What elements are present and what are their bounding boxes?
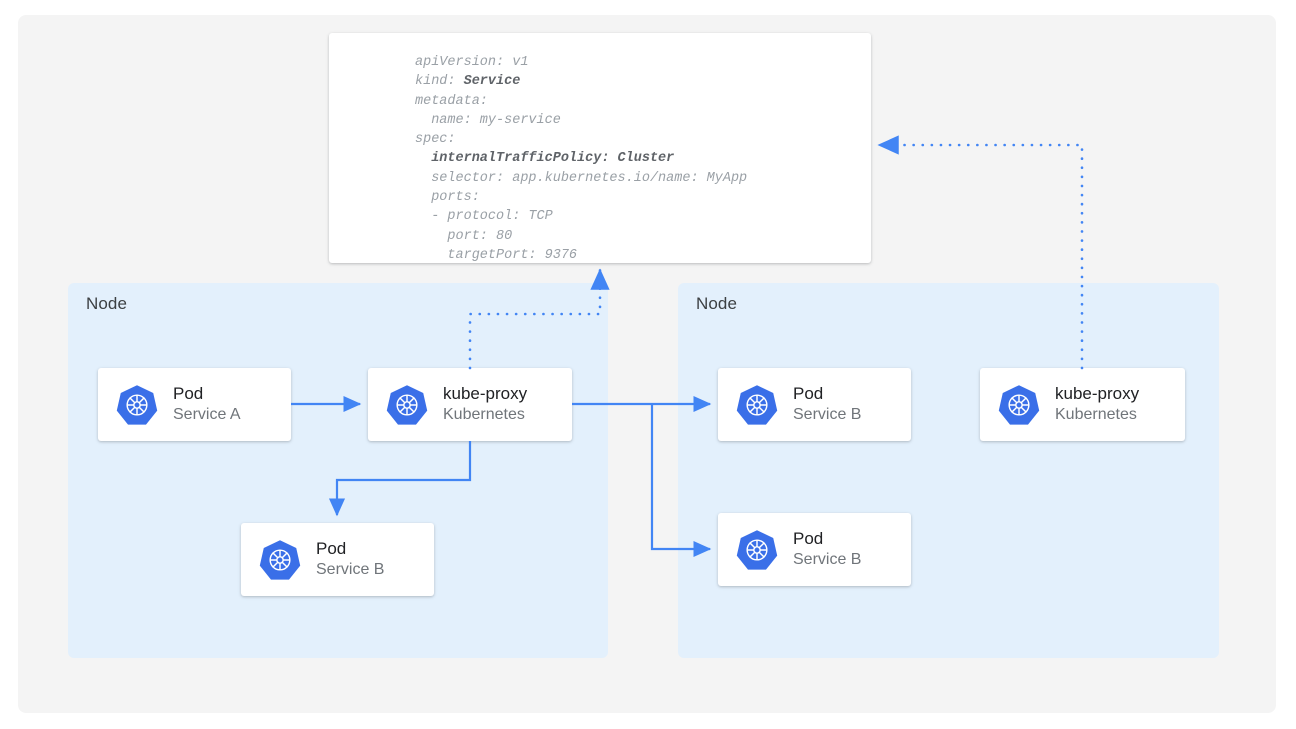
kubernetes-icon	[115, 383, 159, 427]
card-title: Pod	[793, 384, 861, 405]
card-subtitle: Kubernetes	[443, 405, 527, 425]
service-manifest-code: apiVersion: v1 kind: Service metadata: n…	[329, 33, 871, 263]
card-subtitle: Kubernetes	[1055, 405, 1139, 425]
card-title: Pod	[793, 529, 861, 550]
kubernetes-icon	[385, 383, 429, 427]
card-kube-proxy-right[interactable]: kube-proxy Kubernetes	[980, 368, 1185, 441]
node-panel-left: Node	[68, 283, 608, 658]
service-manifest-card: apiVersion: v1 kind: Service metadata: n…	[329, 33, 871, 263]
node-panel-right: Node	[678, 283, 1219, 658]
card-title: kube-proxy	[443, 384, 527, 405]
card-subtitle: Service B	[316, 560, 384, 580]
kubernetes-icon	[735, 528, 779, 572]
card-title: Pod	[173, 384, 241, 405]
card-title: kube-proxy	[1055, 384, 1139, 405]
card-subtitle: Service B	[793, 550, 861, 570]
card-pod-service-b-2[interactable]: Pod Service B	[718, 513, 911, 586]
kubernetes-icon	[258, 538, 302, 582]
card-pod-service-a[interactable]: Pod Service A	[98, 368, 291, 441]
card-title: Pod	[316, 539, 384, 560]
card-pod-service-b-local[interactable]: Pod Service B	[241, 523, 434, 596]
kubernetes-icon	[997, 383, 1041, 427]
card-kube-proxy-left[interactable]: kube-proxy Kubernetes	[368, 368, 572, 441]
node-label-left: Node	[86, 294, 127, 314]
card-subtitle: Service A	[173, 405, 241, 425]
node-label-right: Node	[696, 294, 737, 314]
kubernetes-icon	[735, 383, 779, 427]
card-pod-service-b-1[interactable]: Pod Service B	[718, 368, 911, 441]
card-subtitle: Service B	[793, 405, 861, 425]
